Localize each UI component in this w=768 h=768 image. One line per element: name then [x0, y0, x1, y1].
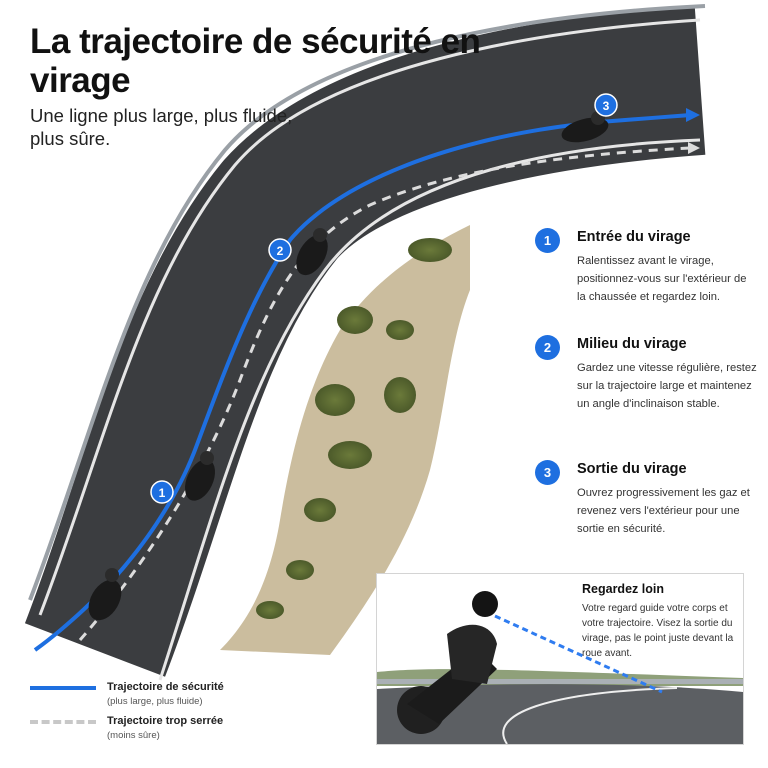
step-number-badge: 2: [535, 335, 560, 360]
gaze-line: [494, 614, 663, 694]
map-marker-1: 1: [150, 480, 174, 504]
vegetation: [256, 238, 452, 619]
step-description: Ralentissez avant le virage, positionnez…: [577, 255, 747, 303]
motorcycle-rider: [184, 451, 216, 501]
step-title: Milieu du virage: [577, 336, 687, 352]
motorcycle-rider: [88, 568, 122, 621]
tip-title: Regardez loin: [582, 582, 664, 596]
step-description: Ouvrez progressivement les gaz et revene…: [577, 487, 750, 535]
legend-safe-sublabel: (plus large, plus fluide): [107, 696, 203, 707]
safe-trajectory-line: [33, 113, 691, 652]
step-title: Entrée du virage: [577, 229, 691, 245]
svg-text:2: 2: [277, 244, 284, 258]
road-curve: [377, 684, 743, 744]
legend-tight-line: [30, 720, 96, 724]
svg-text:1: 1: [159, 486, 166, 500]
tight-trajectory-arrowhead: [688, 142, 700, 154]
step-title: Sortie du virage: [577, 461, 687, 477]
page-subtitle: Une ligne plus large, plus fluide, plus …: [30, 105, 293, 149]
road-edge-inner: [158, 138, 701, 681]
safe-trajectory-arrowhead: [686, 108, 700, 122]
svg-text:3: 3: [603, 99, 610, 113]
road-surface: [24, 5, 706, 677]
step-description: Gardez une vitesse régulière, restez sur…: [577, 362, 757, 410]
rider: [397, 591, 498, 734]
legend-tight-label: Trajectoire trop serrée: [107, 715, 224, 727]
motorcycle-rider: [296, 228, 328, 276]
tight-trajectory-line: [78, 146, 691, 641]
tip-text: Votre regard guide votre corps et votre …: [582, 603, 734, 659]
step-number-badge: 1: [535, 228, 560, 253]
look-ahead-panel: Regardez loin Votre regard guide votre c…: [376, 573, 744, 745]
legend-safe-line: [30, 686, 96, 690]
guardrail: [28, 4, 706, 601]
step-number-badge: 3: [535, 460, 560, 485]
legend-safe-label: Trajectoire de sécurité: [107, 681, 224, 693]
road-edge-outer: [38, 18, 701, 616]
rider-photo: [377, 574, 743, 744]
map-marker-2: 2: [268, 238, 292, 262]
legend-tight-sublabel: (moins sûre): [107, 730, 160, 741]
map-marker-3: 3: [594, 93, 618, 117]
page-title: La trajectoire de sécurité en virage: [30, 22, 481, 100]
